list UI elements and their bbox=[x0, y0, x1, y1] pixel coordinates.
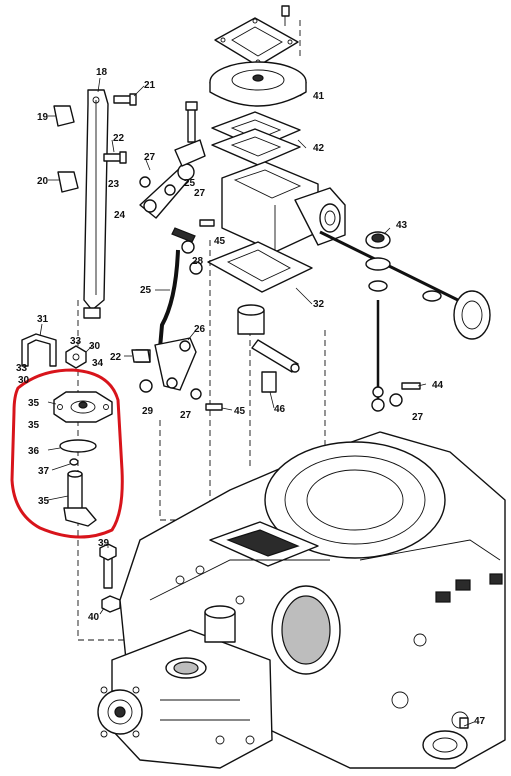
callout-30-a: 30 bbox=[89, 341, 101, 352]
callout-22: 22 bbox=[113, 133, 125, 144]
callout-36: 36 bbox=[28, 446, 40, 457]
callout-18: 18 bbox=[96, 67, 108, 78]
clip-20 bbox=[57, 171, 79, 193]
diaphragm-cover bbox=[209, 61, 307, 107]
highlighted-pump-subassembly bbox=[53, 391, 113, 527]
callout-43: 43 bbox=[396, 220, 408, 231]
clip-22 bbox=[131, 349, 151, 363]
callout-33-b: 33 bbox=[16, 363, 28, 374]
throttle-lever bbox=[139, 101, 206, 254]
callout-46: 46 bbox=[274, 404, 286, 415]
leader-lines bbox=[39, 77, 475, 727]
plug-47 bbox=[422, 717, 469, 760]
link-arm bbox=[83, 89, 109, 319]
callout-24: 24 bbox=[114, 210, 126, 221]
callout-27-c: 27 bbox=[180, 410, 192, 421]
callout-23: 23 bbox=[108, 179, 120, 190]
callout-47: 47 bbox=[474, 716, 486, 727]
lower-lever bbox=[135, 337, 197, 393]
injection-pump bbox=[97, 605, 273, 769]
top-cover-plate bbox=[214, 5, 299, 67]
callout-20: 20 bbox=[37, 176, 49, 187]
control-rod bbox=[158, 249, 180, 349]
callout-31: 31 bbox=[37, 314, 49, 325]
callout-19: 19 bbox=[37, 112, 49, 123]
bolt-21 bbox=[113, 93, 137, 106]
callout-28: 28 bbox=[192, 256, 204, 267]
bracket-31 bbox=[21, 333, 57, 367]
callout-27-b: 27 bbox=[194, 188, 206, 199]
callout-33-a: 33 bbox=[70, 336, 82, 347]
callout-21: 21 bbox=[144, 80, 156, 91]
shaft-46 bbox=[237, 304, 300, 393]
callout-45-b: 45 bbox=[234, 406, 246, 417]
callout-29: 29 bbox=[142, 406, 154, 417]
callout-35-a: 35 bbox=[28, 398, 40, 409]
callout-35-b: 35 bbox=[28, 420, 40, 431]
callout-37: 37 bbox=[38, 466, 50, 477]
callout-27-a: 27 bbox=[144, 152, 156, 163]
base-gasket bbox=[207, 241, 313, 293]
nut-30 bbox=[65, 345, 87, 369]
clip-19 bbox=[53, 105, 75, 127]
callout-labels: 18 21 19 22 27 23 20 25 27 24 41 42 45 2… bbox=[16, 67, 486, 727]
callout-45-a: 45 bbox=[214, 236, 226, 247]
callout-44: 44 bbox=[432, 380, 444, 391]
nut-40 bbox=[101, 595, 121, 613]
callout-40: 40 bbox=[88, 612, 100, 623]
bolt-39 bbox=[99, 543, 117, 589]
bolt-22 bbox=[103, 151, 127, 164]
callout-35-c: 35 bbox=[38, 496, 50, 507]
callout-39: 39 bbox=[98, 538, 110, 549]
callout-41: 41 bbox=[313, 91, 325, 102]
throttle-body bbox=[221, 161, 346, 253]
callout-25-b: 25 bbox=[140, 285, 152, 296]
callout-27-d: 27 bbox=[412, 412, 424, 423]
callout-22-b: 22 bbox=[110, 352, 122, 363]
callout-26: 26 bbox=[194, 324, 206, 335]
callout-25-a: 25 bbox=[184, 178, 196, 189]
gasket-stack bbox=[211, 111, 301, 166]
highlight-outline bbox=[10, 368, 124, 539]
throttle-shaft bbox=[319, 230, 491, 412]
callout-42: 42 bbox=[313, 143, 325, 154]
callout-32: 32 bbox=[313, 299, 325, 310]
callout-34: 34 bbox=[92, 358, 104, 369]
callout-30-b: 30 bbox=[18, 375, 30, 386]
bolt-44 bbox=[389, 382, 421, 407]
bolt-45 bbox=[189, 219, 223, 411]
